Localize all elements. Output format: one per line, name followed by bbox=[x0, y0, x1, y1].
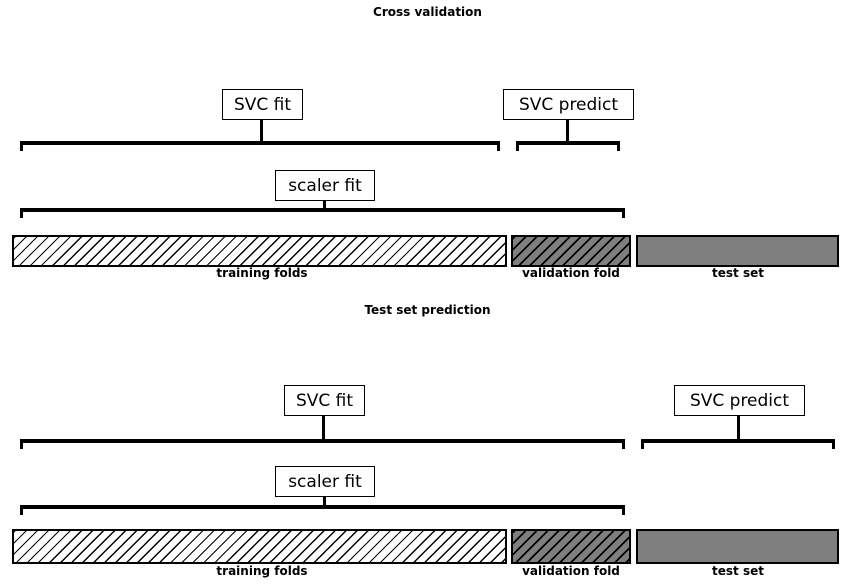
scaler-fit-label: scaler fit bbox=[288, 175, 362, 196]
test-set-label: test set bbox=[712, 564, 764, 578]
training-folds-label: training folds bbox=[216, 266, 308, 280]
scaler-fit-label: scaler fit bbox=[288, 471, 362, 492]
svc-fit-box: SVC fit bbox=[222, 89, 303, 120]
svc-predict-stem bbox=[737, 415, 740, 441]
svc-predict-box: SVC predict bbox=[674, 385, 805, 416]
test-set-label: test set bbox=[712, 266, 764, 280]
validation-fold-label: validation fold bbox=[522, 564, 620, 578]
section-title-cross-validation: Cross validation bbox=[373, 5, 482, 19]
svc-predict-bracket bbox=[641, 439, 835, 449]
scaler-fit-stem bbox=[323, 200, 326, 210]
svc-fit-label: SVC fit bbox=[295, 390, 354, 411]
svc-fit-stem bbox=[322, 415, 325, 441]
svc-predict-label: SVC predict bbox=[689, 390, 790, 411]
scaler-fit-box: scaler fit bbox=[275, 466, 375, 497]
test-set-bar bbox=[636, 235, 839, 267]
training-folds-bar bbox=[12, 235, 507, 267]
scaler-fit-stem bbox=[323, 496, 326, 507]
svc-fit-stem bbox=[260, 119, 263, 143]
svc-fit-label: SVC fit bbox=[233, 94, 292, 115]
training-folds-label: training folds bbox=[216, 564, 308, 578]
svc-fit-box: SVC fit bbox=[284, 385, 365, 416]
scaler-fit-box: scaler fit bbox=[275, 170, 375, 201]
svc-fit-bracket bbox=[20, 141, 500, 151]
section-title-test-set-prediction: Test set prediction bbox=[364, 303, 491, 317]
svc-predict-bracket bbox=[516, 141, 620, 151]
scaler-fit-bracket bbox=[20, 505, 625, 515]
svc-predict-box: SVC predict bbox=[503, 89, 634, 120]
test-set-bar bbox=[636, 529, 839, 564]
svc-predict-label: SVC predict bbox=[518, 94, 619, 115]
svc-fit-bracket bbox=[20, 439, 625, 449]
validation-fold-label: validation fold bbox=[522, 266, 620, 280]
validation-fold-bar bbox=[511, 529, 631, 564]
scaler-fit-bracket bbox=[20, 208, 625, 218]
training-folds-bar bbox=[12, 529, 507, 564]
svc-predict-stem bbox=[566, 119, 569, 143]
validation-fold-bar bbox=[511, 235, 631, 267]
